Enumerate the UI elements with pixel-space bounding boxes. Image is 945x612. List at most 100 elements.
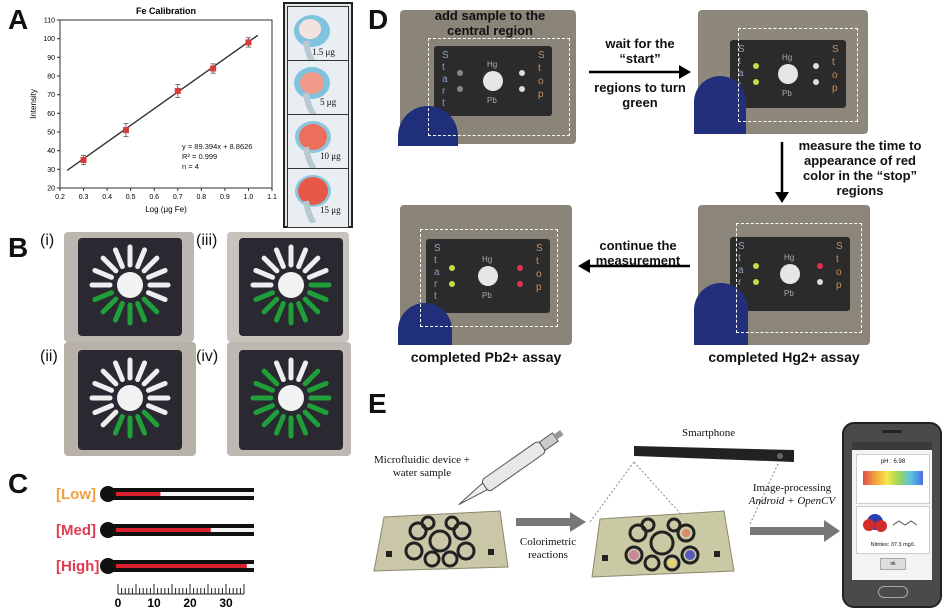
- photo-b-iii: [227, 232, 349, 342]
- center-well: [278, 272, 304, 298]
- hg-label: Hg: [782, 53, 792, 62]
- process-arrow: [516, 512, 586, 532]
- phone-screen: pH : 6.98 Nitrites: 37.3 mg/L ok: [852, 442, 932, 580]
- data-point: [80, 157, 87, 163]
- data-point: [245, 39, 252, 46]
- start-dot: [457, 70, 463, 76]
- panel-letter-e: E: [368, 388, 387, 419]
- indicator-bar: [273, 247, 286, 270]
- channel-track: [110, 492, 254, 496]
- stop-dot: [519, 86, 525, 92]
- data-point: [174, 87, 181, 94]
- sublabel: (ii): [40, 348, 58, 365]
- stop-dot: [517, 265, 523, 271]
- indicator-bar: [141, 296, 160, 315]
- stop-dot: [519, 70, 525, 76]
- indicator-bar: [141, 409, 160, 428]
- inset-label: 15 μg: [320, 205, 341, 215]
- chart-title: Fe Calibration: [136, 6, 196, 16]
- pb-label: Pb: [487, 96, 497, 105]
- stop-letter: o: [836, 267, 842, 278]
- ruler-label: 30: [219, 596, 233, 610]
- sublabel: (iii): [196, 232, 218, 249]
- ok-button[interactable]: ok: [880, 558, 906, 570]
- label-smartphone: Smartphone: [682, 427, 736, 439]
- y-tick-label: 70: [47, 92, 55, 99]
- fit-line: [66, 34, 259, 171]
- data-point: [122, 127, 129, 134]
- indicator-bar: [112, 360, 125, 383]
- indicator-bar: [296, 300, 309, 323]
- indicator-bar: [100, 296, 119, 315]
- inset-label: 1.5 μg: [312, 47, 335, 57]
- ph-label: pH : 6.98: [880, 459, 906, 465]
- stop-letter: o: [832, 70, 838, 81]
- start-letter: t: [738, 56, 741, 67]
- indicator-bar: [296, 247, 309, 270]
- radial-indicator: [250, 244, 332, 326]
- channel-fill: [110, 564, 247, 568]
- label-processing: Image-processing Android + OpenCV: [742, 482, 842, 508]
- indicator-bar: [112, 247, 125, 270]
- caption-measure: measure the time to appearance of red co…: [798, 138, 922, 198]
- stop-letter: S: [836, 241, 843, 252]
- data-point: [210, 65, 217, 72]
- start-dot: [449, 265, 455, 271]
- stop-letter: S: [832, 44, 839, 55]
- indicator-bar: [261, 409, 280, 428]
- sample-drop: [778, 64, 798, 84]
- x-tick-label: 0.3: [79, 194, 89, 201]
- x-tick-label: 0.7: [173, 194, 183, 201]
- start-letter: t: [442, 62, 445, 73]
- x-tick-label: 0.2: [55, 194, 65, 201]
- stop-dot: [817, 263, 823, 269]
- inset-swatch: 10 μg: [287, 114, 349, 174]
- home-button[interactable]: [878, 586, 908, 598]
- y-tick-label: 100: [43, 36, 55, 43]
- pb-label: Pb: [784, 289, 794, 298]
- sample-drop: [483, 71, 503, 91]
- arrow-right: [589, 65, 691, 79]
- spot-image: [294, 15, 330, 66]
- spot-image: [295, 175, 331, 225]
- indicator-bar: [112, 413, 125, 436]
- inlet: [100, 486, 116, 502]
- stop-dot: [813, 79, 819, 85]
- caption-continue: continue the measurement: [595, 238, 681, 268]
- inlet: [100, 522, 116, 538]
- inset-label: 10 μg: [320, 151, 341, 161]
- x-tick-label: 0.9: [220, 194, 230, 201]
- indicator-bar: [92, 380, 115, 393]
- start-letter: t: [738, 253, 741, 264]
- panel-letter-b: B: [8, 232, 29, 263]
- level-label-high: [High]: [56, 558, 100, 575]
- process-arrow: [750, 520, 840, 542]
- start-letter: a: [738, 68, 744, 79]
- radial-indicator: [89, 244, 171, 326]
- x-axis-label: Log (μg Fe): [145, 205, 187, 214]
- start-letter: S: [434, 243, 441, 254]
- start-letter: t: [442, 98, 445, 109]
- sublabel: (i): [40, 232, 55, 249]
- equation-line: y = 89.394x + 8.8626: [182, 142, 253, 151]
- y-tick-label: 30: [47, 167, 55, 174]
- start-dot: [753, 79, 759, 85]
- indicator-bar: [145, 380, 168, 393]
- nitrites-label: Nitrites: 37.3 mg/L: [870, 542, 916, 548]
- indicator-bar: [306, 403, 329, 416]
- stop-letter: p: [832, 83, 838, 94]
- start-letter: a: [738, 265, 744, 276]
- stop-dot: [817, 279, 823, 285]
- level-label-med: [Med]: [56, 522, 96, 539]
- start-dot: [753, 263, 759, 269]
- ruler-label: 10: [147, 596, 161, 610]
- center-well: [117, 385, 143, 411]
- stop-letter: t: [836, 254, 839, 265]
- indicator-bar: [253, 267, 276, 280]
